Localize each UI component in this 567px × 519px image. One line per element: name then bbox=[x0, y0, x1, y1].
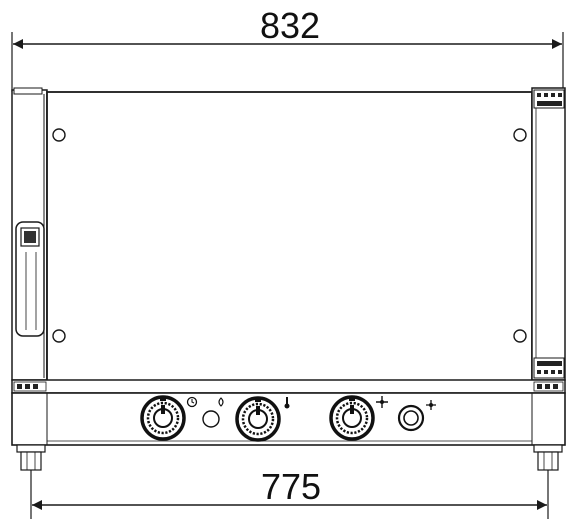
steam-icon bbox=[426, 400, 436, 410]
fan-icon bbox=[376, 396, 388, 408]
clock-icon bbox=[186, 396, 198, 408]
temperature-knob bbox=[235, 396, 281, 442]
base-width-dimension: 775 bbox=[30, 466, 549, 519]
screw-top-right bbox=[513, 128, 527, 142]
fan-knob bbox=[329, 395, 375, 441]
base-width-label: 775 bbox=[261, 466, 321, 507]
foot-right bbox=[533, 444, 563, 471]
thermometer-icon bbox=[284, 397, 290, 409]
indicator-lamp-1 bbox=[202, 410, 220, 428]
door-handle bbox=[15, 221, 45, 337]
screw-top-left bbox=[52, 128, 66, 142]
trim-strip bbox=[11, 379, 566, 394]
overall-width-label: 832 bbox=[260, 5, 320, 46]
flame-icon bbox=[218, 397, 224, 407]
screw-bottom-left bbox=[52, 329, 66, 343]
control-panel bbox=[11, 392, 566, 446]
screw-bottom-right bbox=[513, 329, 527, 343]
door-panel bbox=[46, 91, 533, 383]
hinge-column-right bbox=[531, 87, 566, 381]
overall-width-dimension: 832 bbox=[11, 5, 564, 92]
push-button bbox=[397, 404, 425, 432]
timer-knob bbox=[140, 395, 186, 441]
foot-left bbox=[16, 444, 46, 471]
